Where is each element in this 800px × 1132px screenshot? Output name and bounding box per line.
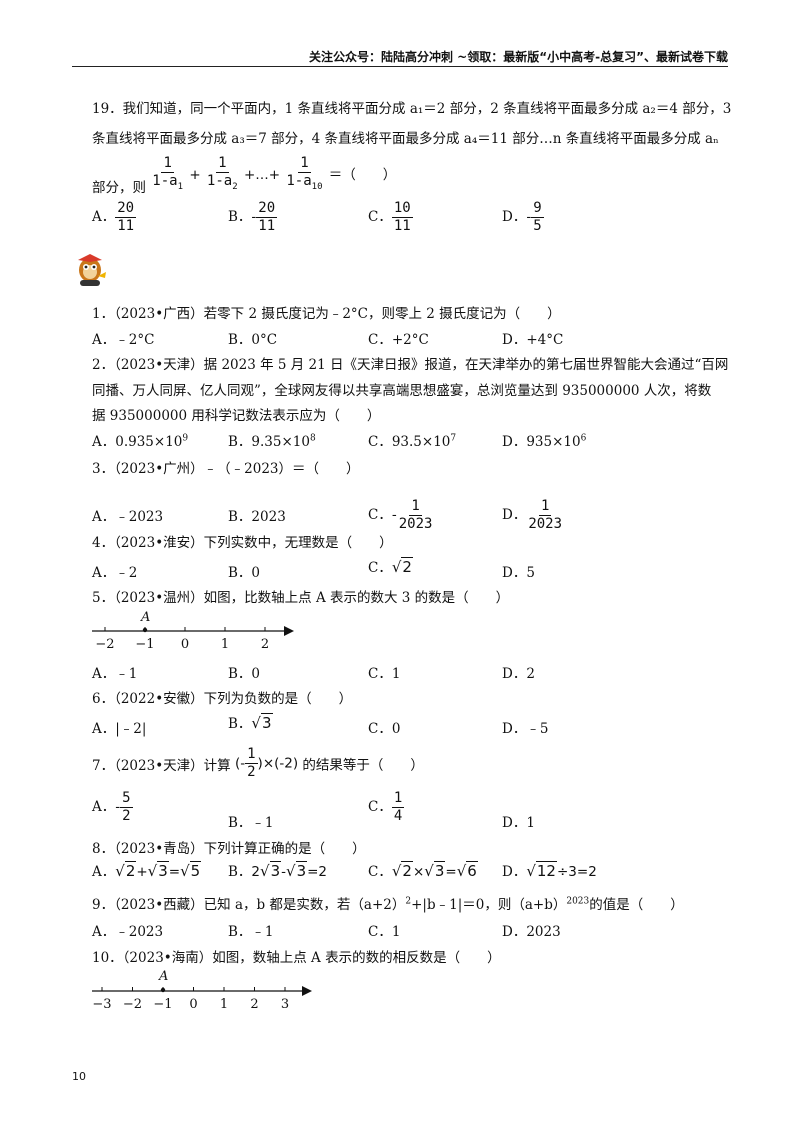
q5-point-a bbox=[142, 627, 148, 633]
q10-tick-label: 1 bbox=[220, 997, 228, 1012]
q8-option-d: D．√12÷3=2 bbox=[502, 861, 597, 880]
q19-line3-pre: 部分，则 bbox=[92, 180, 146, 196]
q10-tick-label: 0 bbox=[189, 997, 197, 1012]
q9-option-c: C．1 bbox=[368, 924, 401, 940]
q2-stem-line1: 2．（2023•天津）据 2023 年 5 月 21 日《天津日报》报道，在天津… bbox=[92, 357, 729, 373]
q10-tick-label: 3 bbox=[281, 997, 289, 1012]
q1-stem: 1．（2023•广西）若零下 2 摄氏度记为﹣2°C，则零上 2 摄氏度记为（ … bbox=[92, 306, 561, 322]
page-number: 10 bbox=[72, 1070, 86, 1083]
q4-option-a: A．﹣2 bbox=[92, 565, 138, 581]
q8-stem: 8．（2023•青岛）下列计算正确的是（ ） bbox=[92, 841, 366, 857]
q5-stem: 5．（2023•温州）如图，比数轴上点 A 表示的数大 3 的数是（ ） bbox=[92, 590, 510, 606]
q6-option-b: B．√3 bbox=[228, 713, 273, 732]
q5-tick-label: 2 bbox=[261, 637, 269, 652]
q19-line2: 条直线将平面最多分成 a₃＝7 部分，4 条直线将平面最多分成 a₄＝11 部分… bbox=[92, 131, 719, 147]
q4-stem: 4．（2023•淮安）下列实数中，无理数是（ ） bbox=[92, 535, 393, 551]
mascot-icon bbox=[78, 254, 106, 286]
q2-stem-line2: 同播、万人同屏、亿人同观”，全球网友得以共享高端思想盛宴，总浏览量达到 9350… bbox=[92, 383, 712, 399]
q5-point-label: A bbox=[140, 610, 150, 625]
q4-option-d: D．5 bbox=[502, 565, 535, 581]
q5-option-c: C．1 bbox=[368, 666, 401, 682]
q10-tick-label: −2 bbox=[123, 997, 142, 1012]
q4-option-b: B．0 bbox=[228, 565, 261, 581]
q10-point-a bbox=[160, 987, 166, 993]
q6-option-c: C．0 bbox=[368, 721, 401, 737]
q2-option-b: B．9.35×108 bbox=[228, 433, 316, 451]
q5-tick-label: 0 bbox=[181, 637, 189, 652]
q3-option-a: A．﹣2023 bbox=[92, 509, 164, 525]
q3-stem: 3．（2023•广州）﹣（﹣2023）＝（ ） bbox=[92, 461, 360, 477]
q10-tick-label: −1 bbox=[153, 997, 172, 1012]
page-header: 关注公众号：陆陆高分冲刺 ~领取：最新版“小中高考-总复习”、最新试卷下载 bbox=[309, 50, 728, 64]
q8-option-b: B．2√3-√3=2 bbox=[228, 861, 328, 880]
q5-tick-label: 1 bbox=[221, 637, 229, 652]
q4-option-c: C．√2 bbox=[368, 557, 413, 576]
q6-stem: 6．（2022•安徽）下列为负数的是（ ） bbox=[92, 691, 353, 707]
q10-number-line: −3 −2 −1 0 1 2 3 A bbox=[92, 969, 312, 1012]
q1-option-c: C．+2°C bbox=[368, 332, 429, 348]
q9-option-b: B．﹣1 bbox=[228, 924, 274, 940]
q19-line3-post: ＝（ ） bbox=[328, 167, 397, 184]
q9-option-a: A．﹣2023 bbox=[92, 924, 164, 940]
q9-stem: 9．（2023•西藏）已知 a，b 都是实数，若（a+2）2+|b﹣1|＝0，则… bbox=[92, 896, 684, 914]
q19-plus: + bbox=[189, 167, 201, 184]
q1-option-a: A．﹣2°C bbox=[92, 332, 155, 348]
q6-option-a: A．|﹣2| bbox=[92, 721, 147, 737]
q10-tick-label: 2 bbox=[250, 997, 258, 1012]
q2-stem-line3: 据 935000000 用科学记数法表示应为（ ） bbox=[92, 408, 381, 424]
q5-number-line: −2 −1 0 1 2 A bbox=[92, 610, 294, 652]
q5-tick-label: −2 bbox=[95, 637, 114, 652]
q5-tick-label: −1 bbox=[135, 637, 154, 652]
q10-point-label: A bbox=[158, 969, 168, 984]
q5-option-b: B．0 bbox=[228, 666, 261, 682]
q5-option-a: A．﹣1 bbox=[92, 666, 138, 682]
header-divider bbox=[72, 66, 728, 67]
q10-stem: 10．（2023•海南）如图，数轴上点 A 表示的数的相反数是（ ） bbox=[92, 950, 501, 966]
q10-tick-label: −3 bbox=[92, 997, 111, 1012]
q2-option-a: A．0.935×109 bbox=[92, 433, 189, 451]
q6-option-d: D．﹣5 bbox=[502, 721, 549, 737]
q1-option-d: D．+4°C bbox=[502, 332, 564, 348]
q7-option-b: B．﹣1 bbox=[228, 815, 274, 831]
q1-option-b: B．0°C bbox=[228, 332, 278, 348]
q8-option-c: C．√2×√3=√6 bbox=[368, 861, 478, 880]
q8-option-a: A．√2+√3=√5 bbox=[92, 861, 202, 880]
q19-dots: +…+ bbox=[243, 167, 281, 184]
q2-option-d: D．935×106 bbox=[502, 433, 587, 451]
q5-option-d: D．2 bbox=[502, 666, 535, 682]
q3-option-b: B．2023 bbox=[228, 509, 286, 525]
q19-line1: 19．我们知道，同一个平面内，1 条直线将平面分成 a₁＝2 部分，2 条直线将… bbox=[92, 101, 732, 117]
q2-option-c: C．93.5×107 bbox=[368, 433, 457, 451]
q9-option-d: D．2023 bbox=[502, 924, 561, 940]
q7-option-d: D．1 bbox=[502, 815, 535, 831]
